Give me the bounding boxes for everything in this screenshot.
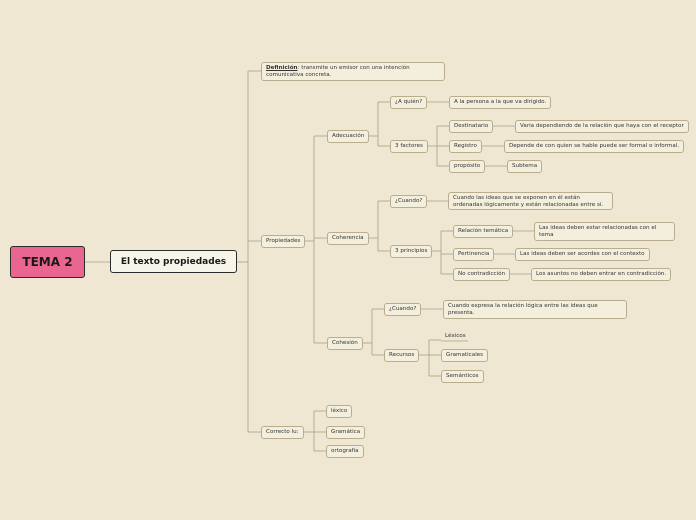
destinatario-label: Destinatario bbox=[454, 123, 489, 129]
semanticos-node[interactable]: Semánticos bbox=[441, 370, 484, 383]
correcto-label: Correcto lu: bbox=[266, 429, 299, 435]
recursos-label: Recursos bbox=[389, 352, 415, 358]
registro-node[interactable]: Registro bbox=[449, 140, 482, 153]
adecuacion-label: Adecuación bbox=[332, 133, 365, 139]
lexicos-topic[interactable]: Léxicos bbox=[445, 333, 466, 339]
tres-factores-label: 3 factores bbox=[395, 143, 423, 149]
a-quien-answer-node[interactable]: A la persona a la que va dirigido. bbox=[449, 96, 552, 109]
correcto-node[interactable]: Correcto lu: bbox=[261, 426, 304, 439]
a-quien-answer: A la persona a la que va dirigido. bbox=[454, 99, 547, 105]
proposito-answer-node[interactable]: Subtema bbox=[507, 160, 543, 173]
cohesion-label: Cohesión bbox=[332, 340, 358, 346]
proposito-label: propósito bbox=[454, 163, 481, 169]
relacion-tematica-label: Relación temática bbox=[458, 228, 509, 234]
coherencia-cuando-label: ¿Cuando? bbox=[395, 198, 423, 204]
pertinencia-answer: Las ideas deben ser acordes con el conte… bbox=[520, 251, 645, 257]
definicion-term: Definición bbox=[266, 65, 298, 71]
no-contradiccion-node[interactable]: No contradicción bbox=[453, 268, 511, 281]
tres-principios-label: 3 principios bbox=[395, 248, 428, 254]
propiedades-node[interactable]: Propiedades bbox=[261, 235, 306, 248]
cohesion-node[interactable]: Cohesión bbox=[327, 337, 363, 350]
main-topic-node[interactable]: El texto propiedades bbox=[110, 250, 237, 273]
destinatario-answer-node[interactable]: Varia dependiendo de la relación que hay… bbox=[515, 120, 689, 133]
pertinencia-answer-node[interactable]: Las ideas deben ser acordes con el conte… bbox=[515, 248, 650, 261]
coherencia-cuando-answer: Cuando las ideas que se exponen en él es… bbox=[453, 195, 604, 208]
ortografia-label: ortografía bbox=[331, 448, 359, 454]
adecuacion-node[interactable]: Adecuación bbox=[327, 130, 370, 143]
coherencia-cuando-answer-node[interactable]: Cuando las ideas que se exponen en él es… bbox=[448, 192, 613, 210]
relacion-tematica-node[interactable]: Relación temática bbox=[453, 225, 514, 238]
definicion-node[interactable]: Definición: transmite un emisor con una … bbox=[261, 62, 445, 81]
root-title: TEMA 2 bbox=[22, 255, 73, 269]
gramaticales-node[interactable]: Gramaticales bbox=[441, 349, 489, 362]
lexico-node[interactable]: léxico bbox=[326, 405, 353, 418]
coherencia-node[interactable]: Coherencia bbox=[327, 232, 369, 245]
registro-answer: Depende de con quien se hable puede ser … bbox=[509, 143, 680, 149]
gramatica-label: Gramática bbox=[331, 429, 361, 435]
coherencia-label: Coherencia bbox=[332, 235, 364, 241]
gramaticales-label: Gramaticales bbox=[446, 352, 484, 358]
a-quien-label: ¿A quién? bbox=[395, 99, 423, 105]
definicion-text: : transmite un emisor con una intención … bbox=[266, 65, 410, 78]
no-contradiccion-label: No contradicción bbox=[458, 271, 506, 277]
lexico-label: léxico bbox=[331, 408, 348, 414]
registro-answer-node[interactable]: Depende de con quien se hable puede ser … bbox=[504, 140, 685, 153]
propiedades-label: Propiedades bbox=[266, 238, 301, 244]
proposito-answer: Subtema bbox=[512, 163, 538, 169]
a-quien-node[interactable]: ¿A quién? bbox=[390, 96, 428, 109]
tres-factores-node[interactable]: 3 factores bbox=[390, 140, 428, 153]
pertinencia-label: Pertinencia bbox=[458, 251, 490, 257]
semanticos-label: Semánticos bbox=[446, 373, 479, 379]
cohesion-cuando-answer: Cuando expresa la relación lógica entre … bbox=[448, 303, 598, 316]
coherencia-cuando-node[interactable]: ¿Cuando? bbox=[390, 195, 428, 208]
main-topic-title: El texto propiedades bbox=[120, 256, 227, 267]
ortografia-node[interactable]: ortografía bbox=[326, 445, 364, 458]
proposito-node[interactable]: propósito bbox=[449, 160, 486, 173]
destinatario-answer: Varia dependiendo de la relación que hay… bbox=[520, 123, 684, 129]
gramatica-node[interactable]: Gramática bbox=[326, 426, 366, 439]
cohesion-cuando-label: ¿Cuando? bbox=[389, 306, 417, 312]
destinatario-node[interactable]: Destinatario bbox=[449, 120, 494, 133]
pertinencia-node[interactable]: Pertinencia bbox=[453, 248, 495, 261]
root-node[interactable]: TEMA 2 bbox=[10, 246, 85, 278]
recursos-node[interactable]: Recursos bbox=[384, 349, 420, 362]
no-contradiccion-answer: Los asuntos no deben entrar en contradic… bbox=[536, 271, 667, 277]
registro-label: Registro bbox=[454, 143, 477, 149]
tres-principios-node[interactable]: 3 principios bbox=[390, 245, 433, 258]
no-contradiccion-answer-node[interactable]: Los asuntos no deben entrar en contradic… bbox=[531, 268, 672, 281]
relacion-tematica-answer: Las ideas deben estar relacionadas con e… bbox=[539, 225, 657, 238]
relacion-tematica-answer-node[interactable]: Las ideas deben estar relacionadas con e… bbox=[534, 222, 675, 241]
cohesion-cuando-answer-node[interactable]: Cuando expresa la relación lógica entre … bbox=[443, 300, 627, 319]
cohesion-cuando-node[interactable]: ¿Cuando? bbox=[384, 303, 422, 316]
